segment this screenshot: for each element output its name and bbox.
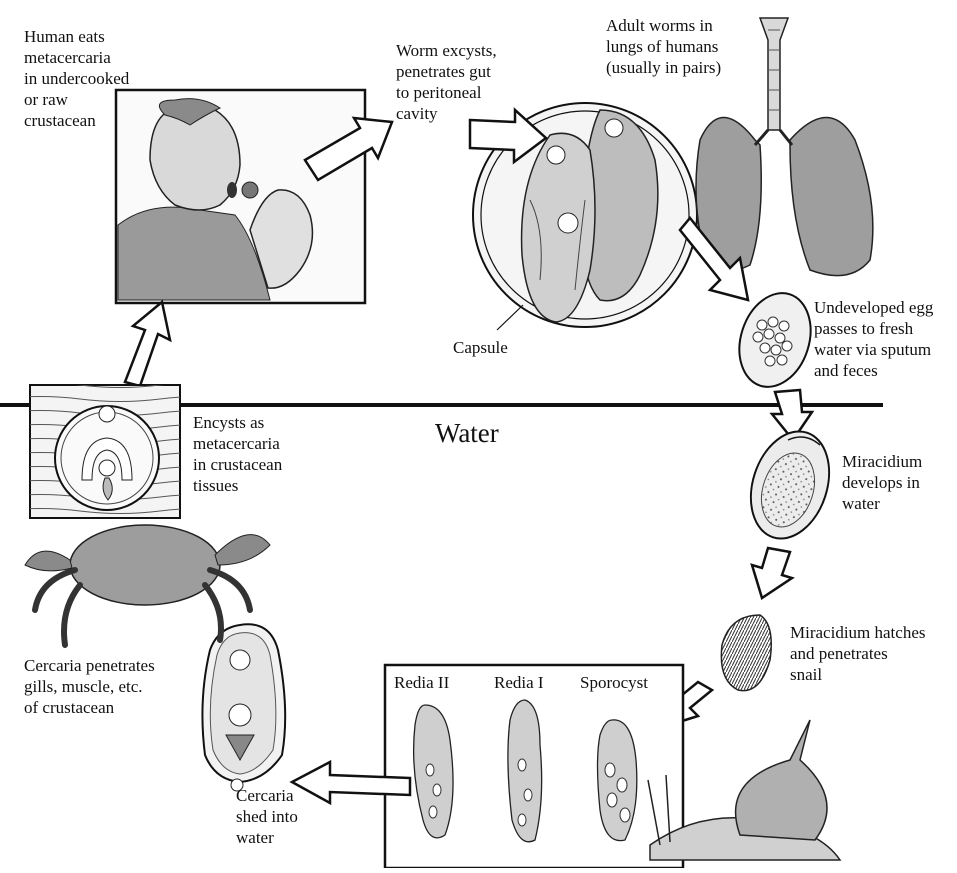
label-capsule: Capsule: [453, 337, 508, 358]
label-encysts: Encysts as metacercaria in crustacean ti…: [193, 412, 282, 496]
intramolluscan-stages-box: [385, 665, 683, 868]
label-miracidium-develops: Miracidium develops in water: [842, 451, 922, 514]
arrow-crab-to-human: [125, 302, 170, 386]
label-redia-i: Redia I: [494, 672, 544, 693]
label-adult-worms: Adult worms in lungs of humans (usually …: [606, 15, 721, 78]
label-human-eats: Human eats metacercaria in undercooked o…: [24, 26, 129, 131]
label-cercaria-penetrates: Cercaria penetrates gills, muscle, etc. …: [24, 655, 155, 718]
label-redia-ii: Redia II: [394, 672, 449, 693]
label-water: Water: [435, 418, 499, 448]
hatched-miracidium: [721, 615, 771, 691]
cercaria: [202, 624, 285, 791]
crustacean-tissue-panel: [30, 385, 180, 518]
label-cercaria-shed: Cercaria shed into water: [236, 785, 298, 848]
label-worm-excysts: Worm excysts, penetrates gut to peritone…: [396, 40, 497, 124]
egg-with-developing-miracidium: [738, 421, 842, 548]
undeveloped-egg: [728, 284, 822, 396]
label-miracidium-hatches: Miracidium hatches and penetrates snail: [790, 622, 926, 685]
human-eating-panel: [116, 90, 365, 303]
label-undeveloped-egg: Undeveloped egg passes to fresh water vi…: [814, 297, 933, 381]
human-lungs: [696, 18, 873, 276]
label-sporocyst: Sporocyst: [580, 672, 648, 693]
arrow-to-hatched-miracidium: [752, 548, 792, 598]
